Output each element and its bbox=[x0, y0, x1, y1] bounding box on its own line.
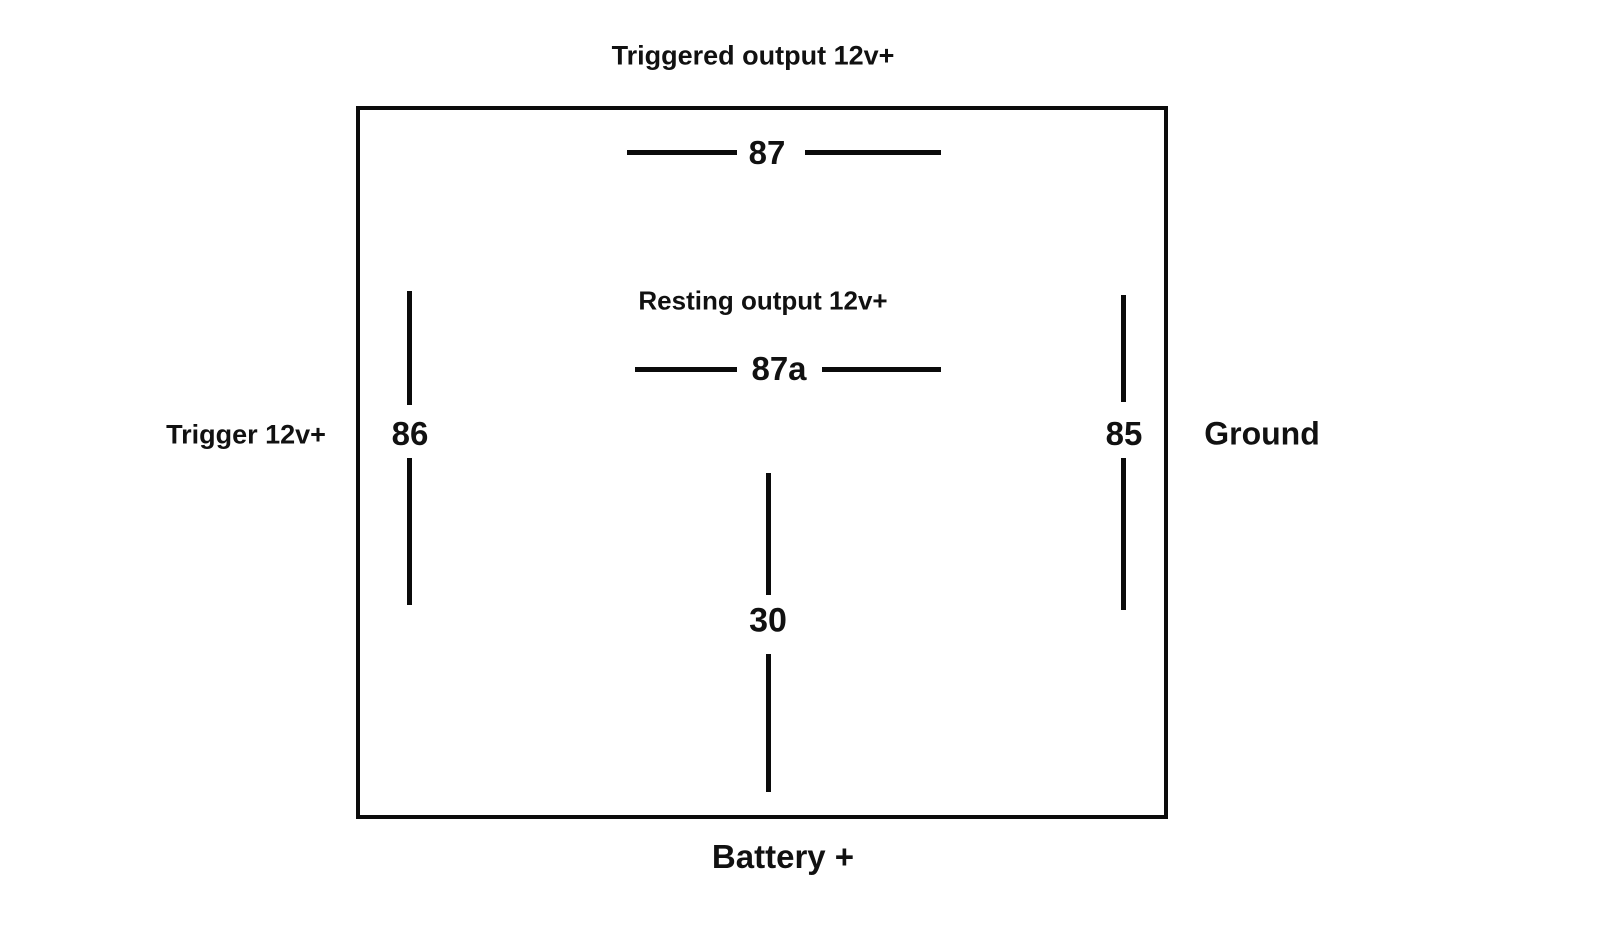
label-triggered-output: Triggered output 12v+ bbox=[611, 40, 895, 71]
pin30-label: 30 bbox=[749, 601, 787, 640]
pin87-label: 87 bbox=[748, 134, 786, 171]
pin85-contact-line-top bbox=[1121, 295, 1126, 402]
label-trigger-12v: Trigger 12v+ bbox=[166, 419, 326, 450]
pin87a-label: 87a bbox=[751, 350, 807, 387]
pin87a-contact-line-left bbox=[635, 367, 737, 372]
label-battery-plus: Battery + bbox=[711, 838, 855, 875]
pin86-contact-line-bottom bbox=[407, 458, 412, 605]
pin86-contact-line-top bbox=[407, 291, 412, 405]
relay-body-outline bbox=[356, 106, 1168, 819]
pin87-contact-line-right bbox=[805, 150, 941, 155]
pin85-label: 85 bbox=[1105, 415, 1143, 452]
pin87a-contact-line-right bbox=[822, 367, 941, 372]
pin86-label: 86 bbox=[391, 415, 429, 452]
pin30-contact-line-top bbox=[766, 473, 771, 595]
pin87-contact-line-left bbox=[627, 150, 737, 155]
pin30-contact-line-bottom bbox=[766, 654, 771, 792]
label-ground: Ground bbox=[1204, 415, 1320, 452]
label-resting-output: Resting output 12v+ bbox=[638, 285, 888, 316]
pin85-contact-line-bottom bbox=[1121, 458, 1126, 610]
